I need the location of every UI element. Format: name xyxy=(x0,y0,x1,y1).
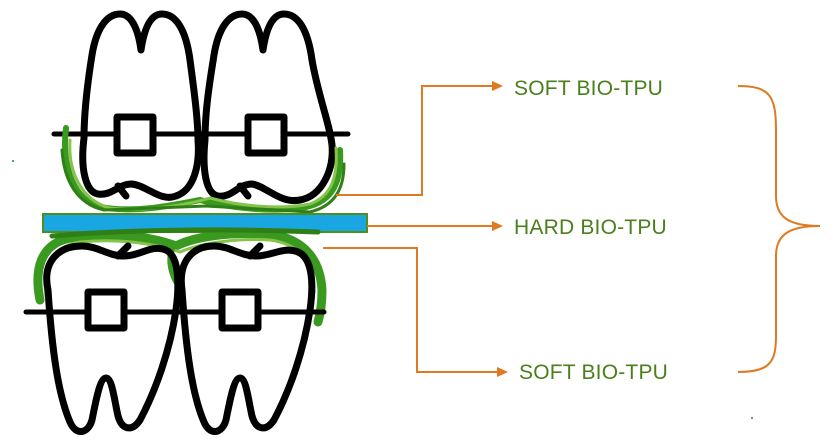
upper-bracket-left xyxy=(113,113,157,157)
lower-cusp-left xyxy=(114,242,132,260)
lower-cusp-right xyxy=(246,242,264,260)
upper-tooth-left xyxy=(79,10,202,201)
upper-teeth xyxy=(51,10,351,205)
arrowhead-top xyxy=(492,81,503,91)
speck-left xyxy=(12,160,14,162)
upper-tooth-right xyxy=(200,10,336,205)
label-soft-bottom: SOFT BIO-TPU xyxy=(519,361,669,384)
arrowhead-bottom xyxy=(497,367,508,377)
label-soft-top: SOFT BIO-TPU xyxy=(514,77,664,100)
lower-tooth-right xyxy=(177,242,316,435)
lower-bracket-left xyxy=(84,288,128,332)
lower-tooth-left xyxy=(43,242,182,435)
grouping-brace xyxy=(737,85,821,373)
upper-bracket-right xyxy=(244,113,288,157)
arrowhead-middle xyxy=(492,221,503,231)
lower-bracket-right xyxy=(218,288,262,332)
upper-cusp-right xyxy=(236,182,252,200)
connector-top xyxy=(336,85,492,196)
soft-layer-upper xyxy=(60,125,346,214)
connector-bottom xyxy=(323,247,497,373)
lower-teeth xyxy=(23,242,327,435)
upper-cusp-left xyxy=(114,182,130,200)
connectors xyxy=(323,81,821,377)
label-hard-middle: HARD BIO-TPU xyxy=(514,216,667,239)
speck-right xyxy=(751,417,753,419)
